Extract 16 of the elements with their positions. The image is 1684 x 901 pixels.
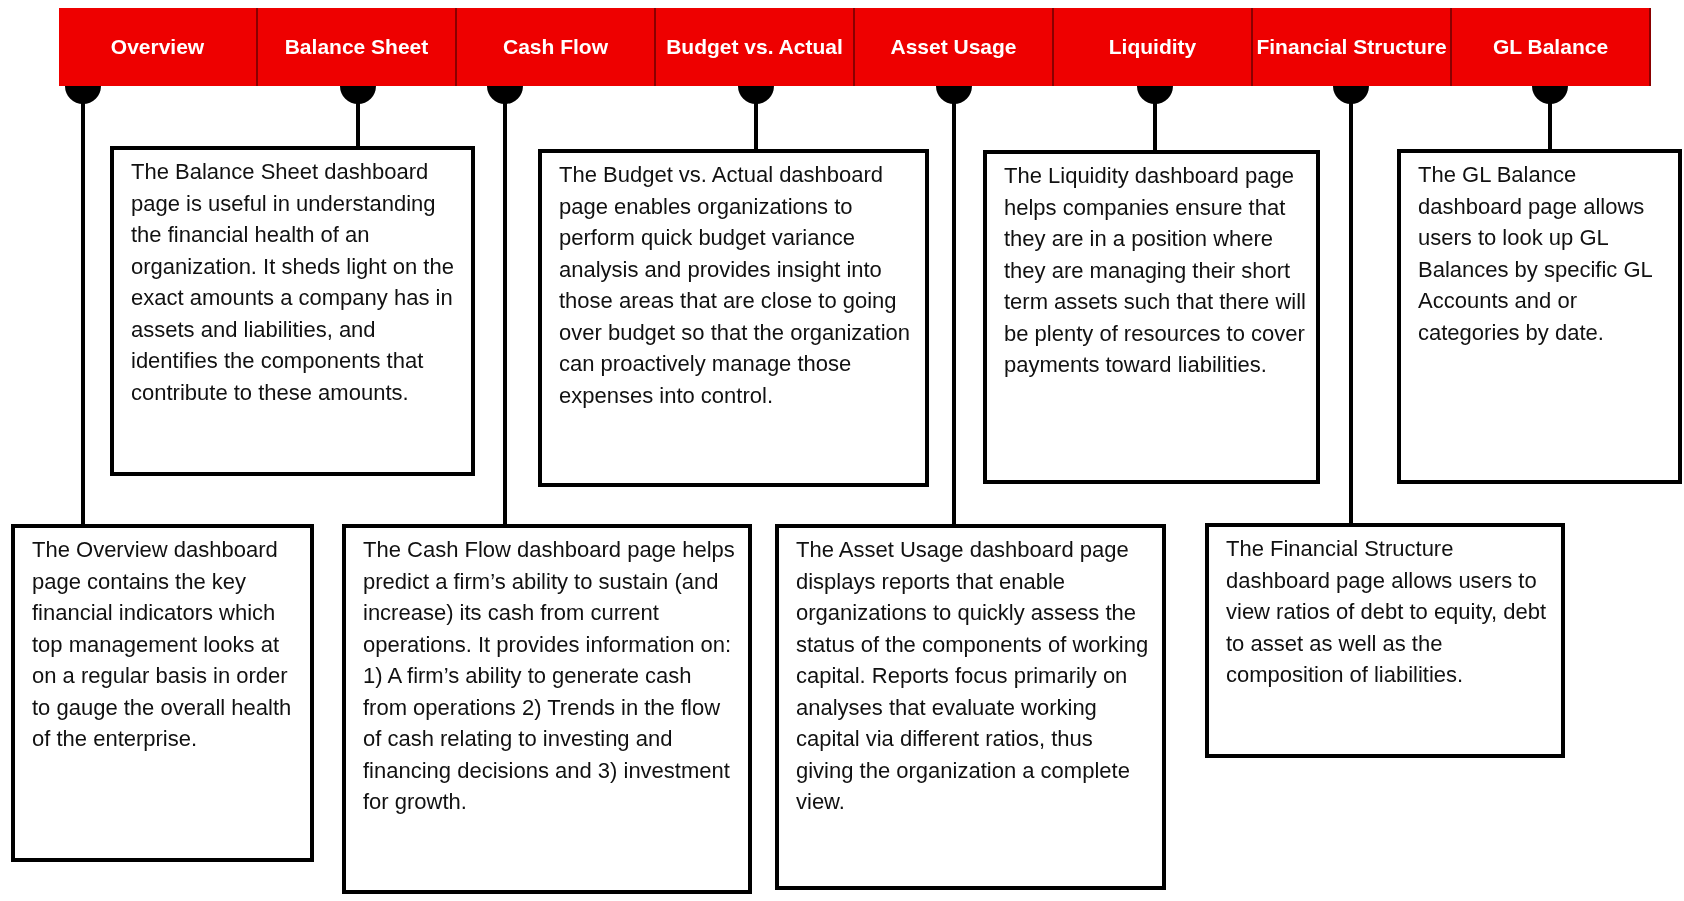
tab-header: Liquidity [1054, 8, 1253, 86]
tab-header: Budget vs. Actual [656, 8, 855, 86]
description-box: The Financial Structure dashboard page allows users to view ratios of debt to equity, debt to asset as well as the composition of liabilities. [1205, 523, 1565, 758]
tab-header: Asset Usage [855, 8, 1054, 86]
tab-header: GL Balance [1452, 8, 1651, 86]
tab-header: Cash Flow [457, 8, 656, 86]
tab-header: Overview [59, 8, 258, 86]
tab-header: Balance Sheet [258, 8, 457, 86]
description-box: The Liquidity dashboard page helps companies ensure that they are in a position where they are managing their short term assets such that there will be plenty of resources to cover payments toward liabilities. [983, 150, 1320, 484]
description-box: The GL Balance dashboard page allows users to look up GL Balances by specific GL Accounts and or categories by date. [1397, 149, 1682, 484]
description-box: The Cash Flow dashboard page helps predict a firm’s ability to sustain (and increase) its cash from current operations. It provides information on: 1) A firm’s ability to generate cash from operations 2) Trends in the flow of cash relating to investing and financing decisions and 3) investment for growth. [342, 524, 752, 894]
tab-header: Financial Structure [1253, 8, 1452, 86]
description-box: The Balance Sheet dashboard page is useful in understanding the financial health of an organization. It sheds light on the exact amounts a company has in assets and liabilities, and identifies the components that contribute to these amounts. [110, 146, 475, 476]
description-box: The Asset Usage dashboard page displays reports that enable organizations to quickly assess the status of the components of working capital. Reports focus primarily on analyses that evaluate working capital via different ratios, thus giving the organization a complete view. [775, 524, 1166, 890]
description-box: The Budget vs. Actual dashboard page enables organizations to perform quick budget variance analysis and provides insight into those areas that are close to going over budget so that the organization can proactively manage those expenses into control. [538, 149, 929, 487]
description-box: The Overview dashboard page contains the key financial indicators which top management looks at on a regular basis in order to gauge the overall health of the enterprise. [11, 524, 314, 862]
